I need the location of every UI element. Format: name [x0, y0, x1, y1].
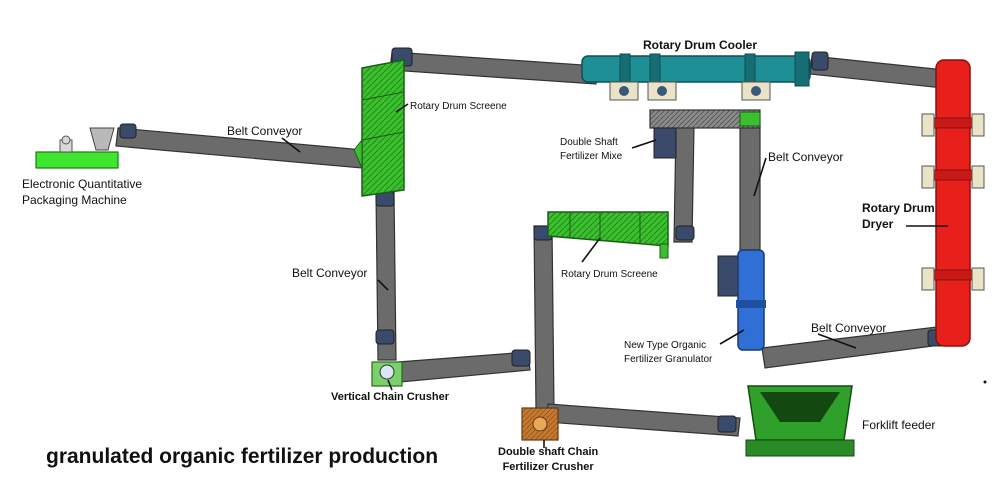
conveyor-network	[115, 51, 949, 437]
packaging-machine	[35, 127, 119, 169]
label-packaging-machine: Electronic Quantitative Packaging Machin…	[22, 176, 142, 208]
fertilizer-granulator	[717, 249, 766, 351]
label-forklift-feeder: Forklift feeder	[862, 418, 936, 432]
label-chain-crusher-line2: Fertilizer Crusher	[502, 460, 594, 473]
label-belt-conveyor-packaging: Belt Conveyor	[227, 124, 303, 138]
double-shaft-mixer	[649, 109, 761, 159]
leader-lines	[281, 103, 948, 448]
label-double-shaft-mixer-line2: Fertilizer Mixe	[560, 150, 623, 162]
label-granulator-line1: New Type Organic	[624, 340, 707, 351]
label-double-shaft-mixer-line1: Double Shaft	[560, 137, 618, 148]
forklift-feeder	[745, 385, 855, 457]
conveyor-crusher-right	[397, 351, 531, 383]
label-rotary-drum-dryer-line1: Rotary Drum	[862, 201, 935, 215]
label-belt-conveyor-dryer: Belt Conveyor	[811, 321, 887, 335]
vertical-chain-crusher	[371, 361, 403, 387]
label-packaging-machine-line1: Electronic Quantitative	[22, 177, 143, 191]
conveyor-mixer-vertical	[673, 125, 695, 243]
label-belt-conveyor-mixer: Belt Conveyor	[768, 150, 844, 164]
label-belt-conveyor-left: Belt Conveyor	[292, 266, 368, 280]
conveyor-pulleys	[119, 47, 947, 433]
rotary-drum-screene-mid	[547, 211, 669, 259]
rotary-drum-dryer	[921, 59, 985, 347]
stray-dot	[983, 380, 987, 384]
page-title: granulated organic fertilizer production	[46, 445, 439, 468]
conveyor-top-screen-cooler	[389, 51, 599, 85]
label-granulator: New Type Organic Fertilizer Granulator	[624, 339, 712, 366]
label-chain-crusher-line1: Double shaft Chain	[498, 446, 599, 458]
label-vertical-chain-crusher: Vertical Chain Crusher	[331, 391, 449, 403]
label-rotary-drum-screene-mid: Rotary Drum Screene	[561, 269, 658, 280]
rotary-drum-screene-top	[353, 59, 405, 197]
rotary-drum-cooler	[581, 51, 811, 101]
label-rotary-drum-dryer: Rotary Drum Dryer	[862, 200, 935, 232]
label-rotary-drum-cooler: Rotary Drum Cooler	[643, 38, 758, 52]
label-granulator-line2: Fertilizer Granulator	[624, 353, 713, 365]
label-rotary-drum-screene-top: Rotary Drum Screene	[410, 101, 507, 112]
label-packaging-machine-line2: Packaging Machine	[22, 193, 127, 208]
double-shaft-chain-crusher	[521, 407, 559, 441]
label-double-shaft-chain-crusher: Double shaft Chain Fertilizer Crusher	[498, 445, 598, 475]
label-double-shaft-mixer: Double Shaft Fertilizer Mixe	[560, 136, 622, 163]
conveyor-feeder-bottom	[545, 403, 741, 437]
conveyor-mid-vertical	[533, 225, 555, 411]
label-rotary-drum-dryer-line2: Dryer	[862, 217, 894, 232]
conveyor-cooler-dryer	[809, 55, 946, 89]
